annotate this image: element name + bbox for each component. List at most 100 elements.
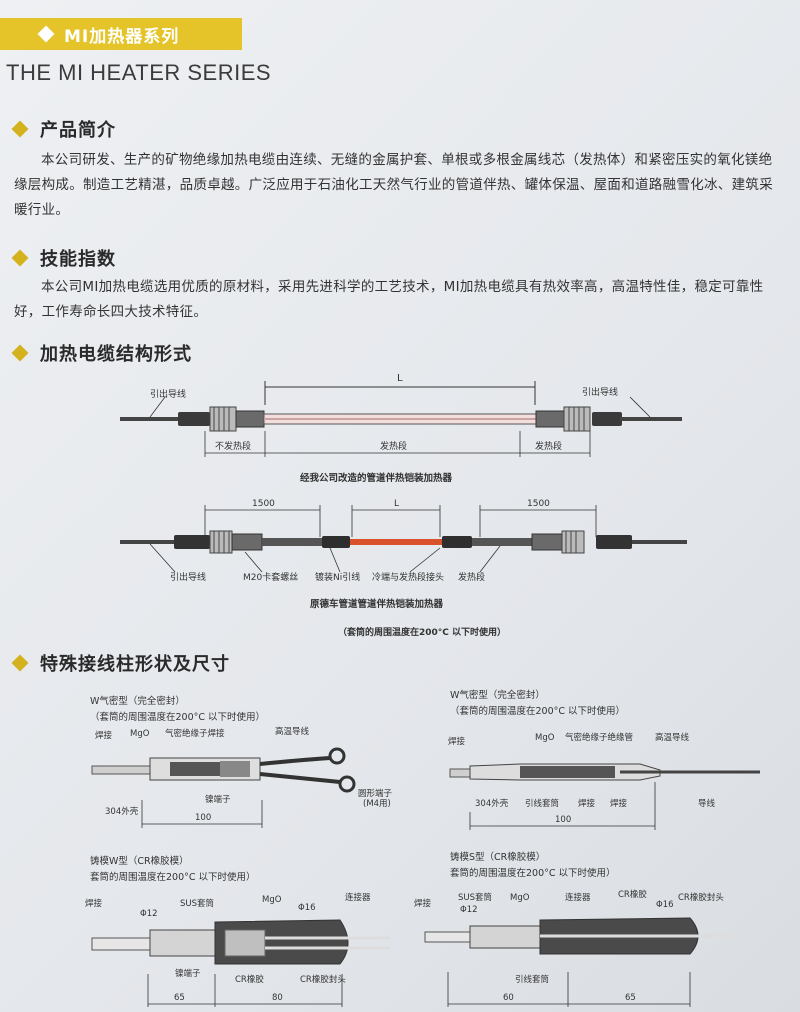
- fitting-label: M20卡套螺丝: [243, 571, 298, 583]
- fitting-right: [563, 406, 591, 432]
- ni-joint-left: [322, 536, 350, 548]
- sleeve-2-left: [174, 535, 210, 549]
- cold-sleeve-right: [592, 412, 622, 426]
- w-air-note: （套筒的周围温度在200°C 以下时使用）: [90, 711, 265, 723]
- cast-w-mgo: MgO: [262, 895, 282, 905]
- diamond-icon: [37, 25, 55, 43]
- diamond-icon: [11, 120, 29, 138]
- w-air-wire-upper: [259, 756, 331, 766]
- w-air-mgo: MgO: [130, 729, 150, 739]
- w-air-weld: 焊接: [95, 730, 113, 741]
- cast-s-sus: SUS套筒: [458, 892, 492, 903]
- s-airtight-diagram: W气密型（完全密封） （套筒的周围温度在200°C 以下时使用） 焊接 MgO …: [448, 689, 760, 830]
- heat-section-label: 发热段: [380, 440, 407, 452]
- lead-wire-2: [120, 540, 175, 544]
- intro-heading-text: 产品简介: [40, 120, 116, 141]
- lead-label-left: 引出导线: [150, 388, 186, 400]
- w-air-nickel: 镍端子: [205, 794, 231, 805]
- w-air-shell-label: 304外壳: [105, 806, 139, 817]
- w-air-dim: 100: [195, 813, 211, 823]
- cold-section-label: 不发热段: [215, 440, 251, 452]
- heat-label-2: 发热段: [458, 571, 485, 583]
- cast-s-weld: 焊接: [414, 898, 432, 909]
- cast-s-note: 套筒的周围温度在200°C 以下时使用）: [450, 867, 616, 879]
- fitting-2-right: [561, 530, 585, 554]
- joint-right: [442, 536, 472, 548]
- diagram2-caption: 原德车管道管道伴热铠装加热器: [310, 598, 444, 610]
- terminals-heading-text: 特殊接线柱形状及尺寸: [40, 654, 230, 675]
- joint-label: 冷端与发热段接头: [372, 571, 444, 583]
- s-air-wire-label: 导线: [698, 798, 716, 809]
- cast-w-nickel: 镍端子: [175, 968, 201, 979]
- structure-heading: 加热电缆结构形式: [11, 340, 192, 366]
- nickel-label: 镀装Ni引线: [315, 571, 360, 583]
- cast-s-title: 铸模S型（CR橡胶模）: [450, 851, 545, 863]
- specs-heading-text: 技能指数: [40, 249, 116, 270]
- armor-2-right: [472, 538, 532, 546]
- cast-s-cr: CR橡胶: [618, 889, 647, 900]
- lead-label-2: 引出导线: [170, 571, 206, 583]
- nut-right: [535, 410, 565, 428]
- cast-w-dim1: 65: [174, 993, 185, 1003]
- w-airtight-diagram: W气密型（完全密封） （套筒的周围温度在200°C 以下时使用） 焊接 MgO …: [90, 695, 393, 828]
- dim-L2: L: [394, 499, 399, 509]
- s-air-weld3: 焊接: [610, 798, 628, 809]
- cast-w-connector: 连接器: [345, 892, 371, 903]
- cast-s-phi16: Φ16: [656, 900, 674, 910]
- cast-w-cable: [91, 937, 155, 951]
- cast-s-cable: [424, 931, 476, 943]
- cold-sleeve-left: [178, 412, 210, 426]
- banner-title: MI加热器系列: [64, 26, 180, 47]
- s-air-dim: 100: [555, 815, 571, 825]
- cast-w-crhead: CR橡胶封头: [300, 974, 346, 985]
- cast-w-sus-sleeve: [149, 929, 221, 957]
- cast-s-diagram: 铸模S型（CR橡胶模） 套筒的周围温度在200°C 以下时使用） 焊接 SUS套…: [414, 851, 738, 1007]
- cast-w-weld: 焊接: [85, 898, 103, 909]
- s-air-shell-label: 304外壳: [475, 798, 509, 809]
- intro-paragraph: 本公司研发、生产的矿物绝缘加热电缆由连续、无缝的金属护套、单根或多根金属线芯（发…: [14, 152, 773, 218]
- ring-terminal-upper: [328, 747, 346, 765]
- terminals-heading: 特殊接线柱形状及尺寸: [11, 650, 230, 676]
- cast-w-title: 铸模W型（CR橡胶模）: [90, 855, 189, 867]
- cast-w-diagram: 铸模W型（CR橡胶模） 套筒的周围温度在200°C 以下时使用） 焊接 SUS套…: [85, 855, 390, 1007]
- diagram2-note: （套筒的周围温度在200°C 以下时使用）: [338, 626, 506, 638]
- cast-s-sus-sleeve: [469, 925, 541, 949]
- w-air-insulator: [220, 761, 250, 777]
- english-title: THE MI HEATER SERIES: [6, 60, 272, 85]
- w-air-ring: 圆形端子: [358, 788, 393, 799]
- w-air-title: W气密型（完全密封）: [90, 695, 185, 707]
- specs-heading: 技能指数: [11, 245, 116, 271]
- s-air-sleeve: 引线套筒: [525, 798, 559, 809]
- lead-wire-right: [620, 417, 682, 421]
- w-air-ring2: (M4用): [363, 799, 391, 809]
- s-air-weld: 焊接: [448, 736, 466, 747]
- w-air-seal-body: [170, 762, 220, 776]
- terminal-diagrams: W气密型（完全密封） （套筒的周围温度在200°C 以下时使用） 焊接 MgO …: [85, 689, 760, 1007]
- lead-wire-left: [120, 417, 180, 421]
- cast-s-connector: 连接器: [565, 892, 591, 903]
- nut-2-left: [231, 533, 263, 551]
- s-air-weld2: 焊接: [578, 798, 596, 809]
- cast-w-dim2: 80: [272, 993, 283, 1003]
- w-air-seal: 气密绝缘子焊接: [165, 728, 225, 739]
- s-air-seal: 气密绝缘子绝缘管: [565, 732, 633, 743]
- cast-s-phi12: Φ12: [460, 905, 478, 915]
- cast-w-nickel-block: [224, 929, 266, 957]
- diamond-icon: [11, 344, 29, 362]
- specs-paragraph: 本公司MI加热电缆选用优质的原材料，采用先进科学的工艺技术，MI加热电缆具有热效…: [14, 279, 764, 320]
- nut-2-right: [531, 533, 563, 551]
- intro-heading: 产品简介: [11, 116, 116, 142]
- diamond-icon: [11, 654, 29, 672]
- s-air-title: W气密型（完全密封）: [450, 689, 545, 701]
- cast-w-phi16: Φ16: [298, 903, 316, 913]
- heater-red-section: [350, 539, 442, 545]
- s-air-mgo: MgO: [535, 733, 555, 743]
- dim-L-label: L: [397, 373, 403, 384]
- cast-s-crhead: CR橡胶封头: [678, 892, 724, 903]
- nut-left: [235, 410, 265, 428]
- dim-1500-left: 1500: [252, 499, 275, 509]
- cast-w-sus: SUS套筒: [180, 898, 214, 909]
- s-air-hitemp: 高温导线: [655, 732, 690, 743]
- cast-s-dim2: 65: [625, 993, 636, 1003]
- diamond-icon: [11, 249, 29, 267]
